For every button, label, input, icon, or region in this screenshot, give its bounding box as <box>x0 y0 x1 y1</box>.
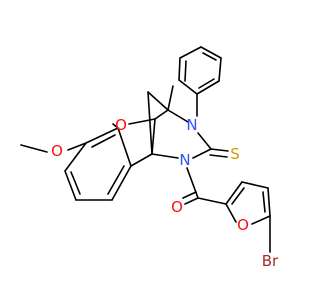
bond <box>196 80 220 95</box>
bond <box>218 57 222 82</box>
bond <box>186 167 199 199</box>
atom-ring-oxygen: O <box>115 116 127 134</box>
bond <box>200 46 222 59</box>
bond <box>154 109 169 120</box>
bond <box>147 91 153 155</box>
bond <box>117 127 132 167</box>
bond <box>91 134 116 148</box>
atom-acyl-nitrogen: N <box>179 151 190 169</box>
bond <box>128 118 156 125</box>
bond <box>167 85 174 111</box>
bond <box>111 165 132 201</box>
bond <box>151 153 179 159</box>
bond <box>184 60 187 82</box>
bond <box>178 57 181 81</box>
bond <box>167 109 189 123</box>
bond <box>179 46 202 59</box>
bond <box>151 118 156 155</box>
bond <box>210 148 229 152</box>
bond <box>197 132 212 150</box>
bond <box>107 165 125 195</box>
atom-bromine: Br <box>262 252 279 270</box>
bond <box>192 148 212 159</box>
bond <box>231 187 245 205</box>
bond <box>182 191 197 199</box>
atom-methoxy-oxygen: O <box>51 142 63 160</box>
bond <box>202 52 217 61</box>
atom-furan-oxygen: O <box>237 216 249 234</box>
bond <box>64 170 77 201</box>
atom-label-layer: O O N N S O O Br <box>51 116 279 270</box>
bond <box>209 154 228 158</box>
bond <box>225 181 243 205</box>
bond <box>20 144 48 153</box>
bond <box>85 127 119 144</box>
bond <box>184 197 199 205</box>
bond <box>262 191 266 213</box>
bond <box>267 187 271 217</box>
bond <box>112 123 119 129</box>
atom-phenyl-nitrogen: N <box>186 116 197 134</box>
bond <box>130 153 153 167</box>
bond <box>251 215 271 225</box>
bond <box>225 203 237 223</box>
atom-carbonyl-oxygen: O <box>171 198 183 216</box>
bond <box>64 142 87 172</box>
molecule-structure-diagram: O O N N S O O Br <box>20 46 279 270</box>
bond <box>67 142 87 151</box>
bond <box>147 91 169 111</box>
bond <box>178 79 198 95</box>
bond <box>70 171 81 195</box>
bond <box>241 181 269 189</box>
atom-thione-sulfur: S <box>230 145 240 163</box>
bond-layer <box>20 46 271 253</box>
bond <box>197 197 227 205</box>
bond <box>198 78 215 89</box>
